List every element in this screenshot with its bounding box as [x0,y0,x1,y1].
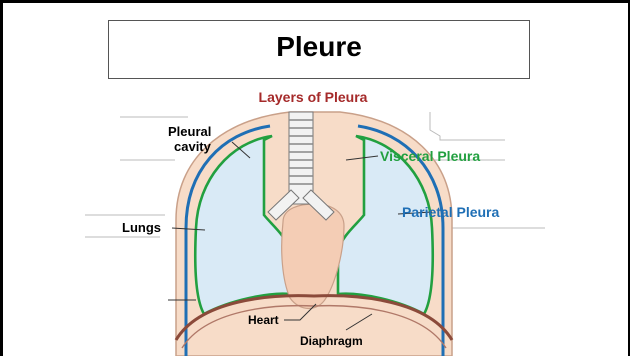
parietal-pleura-label: Parietal Pleura [402,204,499,220]
pleural-cavity-label-1: Pleural [168,124,211,139]
heart-label: Heart [248,313,279,327]
heading-label: Layers of Pleura [259,89,368,105]
visceral-pleura-label: Visceral Pleura [380,148,480,164]
pleural-cavity-label-2: cavity [174,139,212,154]
lungs-label: Lungs [122,220,161,235]
diaphragm-label: Diaphragm [300,334,363,348]
